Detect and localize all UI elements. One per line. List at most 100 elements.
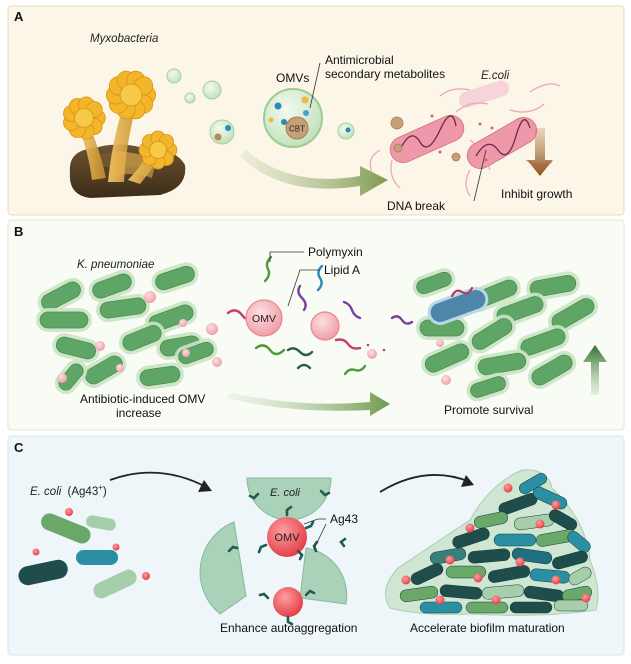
ecoli-rod — [18, 559, 68, 586]
ag43-pointer-2 — [313, 523, 327, 550]
promote-survival-label: Promote survival — [444, 403, 533, 417]
ecoli-cell-left — [389, 114, 465, 164]
rod-cell — [39, 311, 89, 329]
vesicle — [202, 80, 222, 100]
resistant-cell — [427, 287, 489, 325]
enhance-autoaggregation-label: Enhance autoaggregation — [220, 621, 357, 635]
fruiting-head-core — [74, 108, 94, 128]
secondary-metabolites-label: secondary metabolites — [325, 67, 445, 81]
survival-arrow — [226, 392, 390, 416]
vesicle — [209, 119, 235, 145]
omv-large: CBT — [263, 88, 323, 148]
rod-cell — [55, 336, 97, 360]
inhibit-growth-label: Inhibit growth — [501, 187, 572, 201]
caption-line2: increase — [116, 406, 162, 420]
cbt-label: CBT — [289, 125, 305, 134]
metabolite-dot — [225, 125, 231, 131]
biofilm-rod — [481, 584, 525, 600]
biofilm-rod — [567, 531, 591, 553]
ecoli-cell-left — [199, 521, 247, 615]
strain-plus: + — [98, 483, 103, 492]
transfer-arrow — [240, 150, 388, 196]
rod-cell — [416, 271, 452, 295]
curved-arrow-2-head — [461, 475, 474, 487]
ecoli-rod — [93, 569, 137, 599]
inhibit-arrow — [527, 128, 553, 176]
rod-cell — [155, 265, 195, 291]
biofilm-omv — [465, 523, 475, 533]
ecoli-rod — [86, 515, 116, 531]
dna-break-label: DNA break — [387, 199, 446, 213]
polymyxin-molecules — [226, 255, 414, 376]
biofilm-omv — [551, 500, 561, 510]
biofilm-omv — [445, 555, 455, 565]
omv-small — [206, 323, 218, 335]
rod-cell — [529, 274, 577, 298]
ecoli-rod — [76, 550, 118, 565]
cbt-particle — [451, 152, 461, 162]
omv-particle — [32, 548, 40, 556]
fruiting-heads — [63, 70, 178, 170]
k-pneumoniae-cluster-right — [412, 268, 598, 402]
rod-cell — [424, 343, 470, 373]
cbt-particle — [285, 116, 309, 140]
biofilm-omv — [581, 593, 591, 603]
ecoli-label: E.coli — [481, 70, 510, 82]
ag43-pointer — [303, 518, 326, 525]
omv-central — [267, 517, 307, 557]
strain-marker: (Ag43 — [68, 486, 99, 498]
fruiting-head — [63, 96, 106, 140]
biofilm-omv — [503, 483, 513, 493]
biofilm-rod — [548, 509, 578, 531]
broken-dna-right — [475, 119, 531, 157]
rod-cell — [477, 352, 527, 376]
omv-particle — [112, 543, 120, 551]
curved-arrow-1-head — [198, 480, 212, 492]
omv-small — [212, 357, 222, 367]
omv-small — [441, 375, 451, 385]
biofilm-rod — [487, 565, 531, 583]
omv-small — [367, 349, 377, 359]
rod-cell — [178, 341, 214, 365]
autoaggregation-diagram: E. coli OMV Ag43 — [199, 477, 358, 626]
fruiting-head — [106, 70, 156, 120]
lipid-a-pointer — [287, 269, 320, 307]
biofilm-rod — [465, 601, 509, 614]
biofilm-rod — [473, 511, 509, 529]
biofilm-omv — [515, 557, 525, 567]
rod-cell — [471, 318, 513, 350]
caption-line1: Antibiotic-induced OMV — [80, 392, 205, 406]
panel-c-letter: C — [14, 440, 24, 455]
polymyxin-bound — [450, 286, 474, 298]
rod-cell — [139, 365, 181, 387]
metabolite-dot — [214, 133, 222, 141]
panel-a-letter: A — [14, 9, 24, 24]
ecoli-cell-label: E. coli — [270, 487, 301, 499]
omv-small — [116, 364, 124, 372]
omv-secondary — [310, 311, 340, 341]
ag43-adhesins — [227, 489, 347, 626]
biofilm-omv — [491, 595, 501, 605]
broken-dna-left — [401, 115, 457, 148]
strain-species: E. coli — [30, 486, 62, 498]
omv-label: OMV — [252, 313, 276, 325]
k-pneumoniae-label: K. pneumoniae — [77, 259, 154, 271]
biofilm-rod — [509, 601, 553, 614]
biofilm-omv — [551, 575, 561, 585]
biofilm-omv — [535, 519, 545, 529]
omv-central-label: OMV — [274, 532, 300, 544]
ag43-label: Ag43 — [330, 512, 358, 526]
strain-label: E. coli (Ag43+) — [30, 483, 107, 498]
rod-cell — [551, 298, 595, 330]
strain-close: ) — [103, 486, 107, 498]
vesicle — [184, 92, 196, 104]
biofilm-rod — [467, 548, 511, 564]
polymyxin-pointer — [269, 251, 304, 262]
metabolite-pointer — [309, 62, 321, 109]
metabolite-dot — [345, 127, 351, 133]
survival-up-arrow — [583, 345, 607, 395]
omv-small — [436, 339, 444, 347]
dna-break-pointer — [473, 149, 487, 202]
